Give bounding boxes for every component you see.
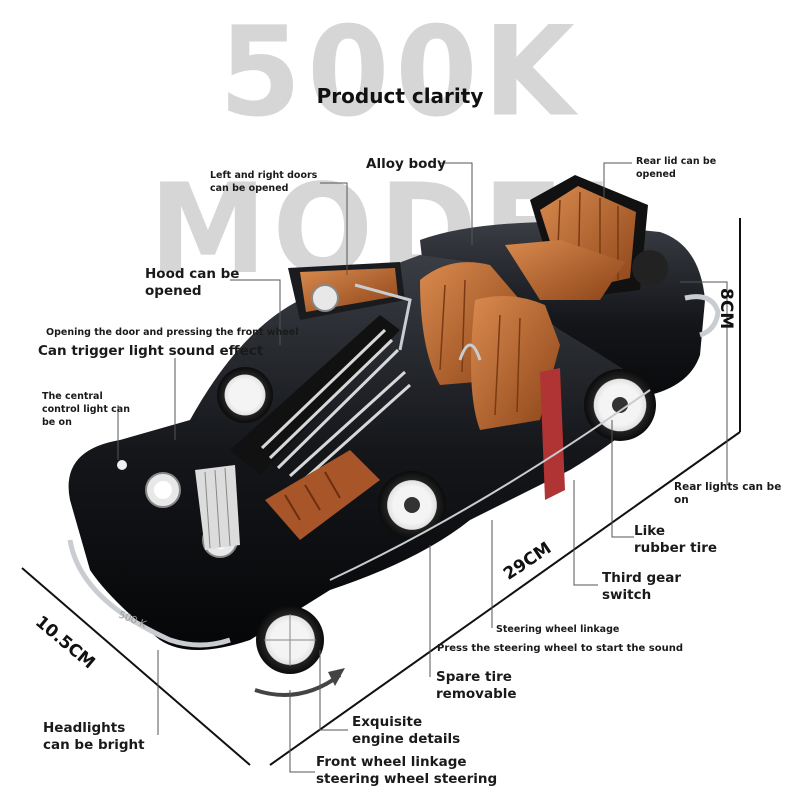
label-alloy-body: Alloy body <box>366 156 446 172</box>
label-steering-linkage: Steering wheel linkage <box>496 624 620 635</box>
dimension-height: 8CM <box>716 288 736 330</box>
label-light-sound: Can trigger light sound effect <box>38 343 264 359</box>
page-subtitle: Product clarity <box>316 84 484 108</box>
label-door-press: Opening the door and pressing the front … <box>46 327 299 338</box>
leader-lines <box>117 162 728 773</box>
dimension-lines <box>21 218 741 766</box>
label-press-steering: Press the steering wheel to start the so… <box>437 643 684 654</box>
